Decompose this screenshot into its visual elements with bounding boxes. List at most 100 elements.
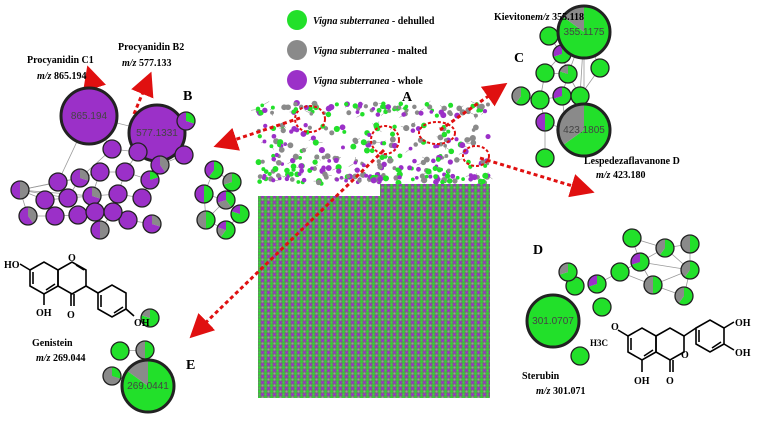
network-node: [68, 205, 88, 225]
network-node: [297, 172, 302, 176]
network-node: [300, 130, 307, 137]
network-node: [140, 170, 160, 190]
network-node: [558, 64, 578, 84]
network-node: [271, 178, 276, 183]
network-node: [372, 139, 377, 145]
genistein-ho-label: HO: [4, 260, 20, 271]
svg-text:Vigna subterranea - malted: Vigna subterranea - malted: [313, 46, 428, 57]
network-node: [432, 165, 438, 171]
network-node: [412, 104, 417, 110]
network-node: [270, 105, 275, 110]
network-node: [287, 142, 294, 149]
network-node: [570, 86, 590, 106]
network-node-large: 423.1805: [556, 102, 612, 158]
network-node: [103, 202, 123, 222]
network-node: [352, 103, 359, 109]
network-node: [115, 162, 135, 182]
genistein-ring-c: [57, 261, 87, 295]
sterubin-oh1-label: OH: [735, 318, 751, 329]
network-node: [433, 174, 438, 179]
network-node: [415, 126, 421, 132]
network-node: [441, 131, 448, 138]
network-node: [150, 155, 170, 175]
network-node: [194, 184, 214, 204]
network-node: [410, 177, 415, 182]
cluster-e-nodes: 269.0441: [102, 308, 176, 414]
network-node: [58, 188, 78, 208]
network-node: [407, 165, 413, 171]
network-node: [356, 107, 361, 111]
network-node: [539, 26, 559, 46]
network-node: [552, 86, 572, 106]
network-node: [454, 137, 459, 142]
network-node: [437, 134, 444, 141]
network-node: [301, 147, 307, 153]
network-node: [447, 159, 453, 165]
network-node: [369, 148, 375, 154]
network-node: [357, 178, 362, 183]
network-node: [271, 133, 277, 139]
network-node: [535, 112, 555, 132]
network-node: [255, 106, 261, 112]
network-node: [322, 171, 328, 177]
node-mz-label: 865.194: [71, 111, 108, 122]
panel-label-d: D: [533, 243, 543, 258]
sterubin-ring-a: [627, 327, 657, 361]
network-node: [118, 210, 138, 230]
legend-suffix: - dehulled: [389, 16, 434, 27]
network-node: [429, 110, 434, 114]
network-node: [412, 158, 417, 164]
network-node: [82, 186, 102, 206]
network-node: [408, 146, 413, 151]
legend-suffix: - whole: [389, 76, 423, 87]
network-node: [204, 160, 224, 180]
cluster-b-nodes: 865.194 577.1331: [10, 86, 250, 240]
network-node: [367, 142, 372, 147]
network-node: [324, 153, 331, 160]
network-node: [128, 142, 148, 162]
compound-mz-genistein: m/z 269.044: [36, 353, 85, 364]
network-node: [110, 341, 130, 361]
network-node: [325, 111, 332, 118]
network-node: [485, 102, 490, 107]
network-node-large: 865.194: [59, 86, 119, 146]
network-node: [393, 105, 397, 110]
sterubin-methoxy-label: O: [611, 322, 619, 333]
genistein-o-ring-label: O: [68, 253, 76, 264]
network-node: [446, 129, 451, 134]
network-node: [655, 238, 675, 258]
network-node: [267, 172, 272, 176]
network-node: [393, 175, 399, 181]
network-node: [381, 141, 387, 146]
network-node: [325, 165, 332, 171]
network-node: [674, 286, 694, 306]
network-node: [371, 106, 376, 111]
network-node: [262, 139, 267, 144]
network-node: [350, 143, 357, 150]
network-node: [417, 137, 424, 143]
network-node: [277, 142, 282, 148]
network-node: [283, 142, 288, 147]
sterubin-structure: OH OH OH O H3C O O: [590, 318, 751, 387]
network-node: [423, 156, 430, 163]
network-node: [397, 175, 402, 180]
network-node: [333, 157, 339, 163]
legend-species: Vigna subterranea: [313, 16, 389, 27]
network-node: [318, 147, 325, 154]
network-node: [360, 139, 367, 146]
network-node: [446, 178, 453, 184]
network-edge: [19, 189, 93, 197]
network-node: [383, 109, 389, 115]
highlight-cluster-e: [370, 125, 400, 155]
network-node: [262, 173, 267, 178]
node-mz-label: 577.1331: [136, 128, 178, 139]
network-node: [70, 168, 90, 188]
network-node: [18, 206, 38, 226]
network-node: [346, 174, 351, 179]
network-node: [587, 274, 607, 294]
network-node: [447, 110, 453, 116]
network-node: [333, 125, 340, 132]
network-node: [293, 102, 298, 107]
